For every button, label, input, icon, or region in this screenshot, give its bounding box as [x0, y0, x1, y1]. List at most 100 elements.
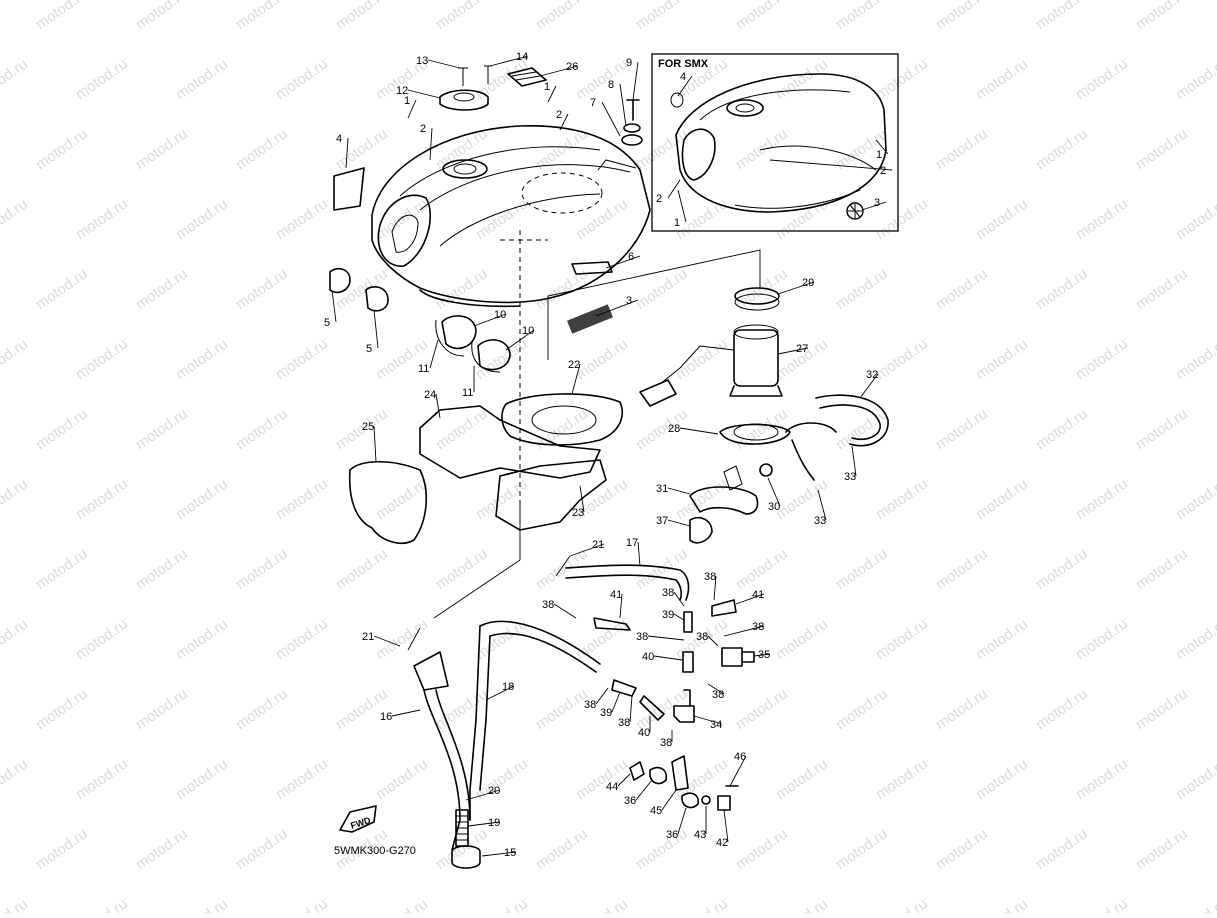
watermark-text: motod.ru [633, 825, 691, 873]
callout-label-c21a: 21 [592, 539, 604, 551]
watermark-text: motod.ru [1173, 755, 1217, 803]
callout-leader-c29 [777, 281, 815, 295]
shield-22 [501, 393, 624, 446]
callout-leader-c36b [677, 807, 687, 835]
callout-label-i3: 3 [874, 197, 880, 209]
smx-part-3-knurl [848, 204, 862, 218]
tank-filler-neck [442, 159, 488, 179]
watermark-text: motod.ru [973, 195, 1031, 243]
watermark-text: motod.ru [1073, 895, 1131, 913]
watermark-text: motod.ru [1073, 615, 1131, 663]
watermark-text: motod.ru [533, 265, 591, 313]
filter-19-ribs [456, 815, 468, 841]
watermark-text: motod.ru [0, 475, 31, 523]
watermark-text: motod.ru [873, 895, 931, 913]
callout-label-c18: 18 [502, 681, 514, 693]
callout-label-c2a: 2 [420, 123, 426, 135]
watermark-text: motod.ru [373, 475, 431, 523]
watermark-text: motod.ru [33, 0, 91, 33]
hose-16-top [413, 651, 449, 691]
callout-label-c3: 3 [626, 295, 632, 307]
callout-label-c38b: 38 [662, 587, 674, 599]
callout-leader-c42 [723, 809, 729, 843]
watermark-text: motod.ru [133, 0, 191, 33]
callout-leader-c32 [859, 373, 879, 399]
callout-leader-c1a [407, 99, 417, 119]
callout-label-c1a: 1 [404, 95, 410, 107]
watermark-text: motod.ru [1133, 0, 1191, 33]
hose-16 [423, 689, 471, 851]
callout-leader-c26 [539, 65, 579, 77]
fuel-level-arm [659, 345, 735, 385]
watermark-text: motod.ru [1133, 545, 1191, 593]
clips-11 [435, 319, 501, 373]
clip-37 [689, 516, 713, 544]
watermark-text: motod.ru [73, 475, 131, 523]
watermark-text: motod.ru [1073, 475, 1131, 523]
hose-17 [565, 564, 690, 601]
watermark-text: motod.ru [173, 755, 231, 803]
watermark-text: motod.ru [333, 545, 391, 593]
fuel-cap-12-center [453, 92, 475, 102]
hose-32 [815, 394, 889, 447]
cover-23 [495, 459, 607, 531]
callout-label-c34: 34 [710, 719, 722, 731]
tank-rear-bracket [597, 159, 637, 171]
tank-knee-recess [377, 194, 431, 267]
callout-leader-c10a [473, 313, 507, 327]
callout-label-c32: 32 [866, 369, 878, 381]
watermark-text: motod.ru [573, 335, 631, 383]
callout-label-c41b: 41 [752, 589, 764, 601]
callout-label-c13: 13 [416, 55, 428, 67]
callout-leader-c31 [667, 487, 691, 495]
watermark-text: motod.ru [573, 195, 631, 243]
callout-leader-c13 [427, 59, 461, 69]
callout-label-c11a: 11 [418, 363, 429, 375]
damper-7 [621, 134, 643, 146]
watermark-text: motod.ru [873, 755, 931, 803]
ring-nut-29 [734, 287, 780, 305]
callout-leader-c2a [429, 127, 433, 161]
leader-pump [547, 249, 761, 360]
watermark-text: motod.ru [0, 755, 31, 803]
watermark-text: motod.ru [73, 755, 131, 803]
callout-label-c38i: 38 [618, 717, 630, 729]
watermark-text: motod.ru [173, 895, 231, 913]
heat-shields [348, 393, 624, 544]
watermark-text: motod.ru [473, 195, 531, 243]
watermark-text: motod.ru [273, 195, 331, 243]
callout-label-c39b: 39 [600, 707, 612, 719]
watermark-text: motod.ru [33, 545, 91, 593]
callout-label-c19: 19 [488, 817, 500, 829]
callout-label-c15: 15 [504, 847, 516, 859]
watermark-text: motod.ru [573, 895, 631, 913]
callout-label-c38c: 38 [704, 571, 716, 583]
callout-label-c12: 12 [396, 85, 408, 97]
watermark-text: motod.ru [33, 825, 91, 873]
watermark-text: motod.ru [473, 615, 531, 663]
watermark-text: motod.ru [773, 615, 831, 663]
watermark-text: motod.ru [233, 405, 291, 453]
tank-filler-opening [453, 163, 477, 175]
callout-label-c22: 22 [568, 359, 580, 371]
hose-18-top [479, 620, 601, 673]
fwd-arrow-shape [339, 805, 377, 833]
shield-22-hole [531, 405, 597, 435]
watermark-text: motod.ru [233, 545, 291, 593]
callout-leader-c2b [559, 113, 569, 131]
callout-leader-c45 [661, 789, 677, 811]
watermark-text: motod.ru [1173, 615, 1217, 663]
callout-label-c40b: 40 [638, 727, 650, 739]
watermark-text: motod.ru [1033, 265, 1091, 313]
callout-leader-c38g [707, 683, 725, 695]
callout-label-c17: 17 [626, 537, 638, 549]
watermark-text: motod.ru [633, 405, 691, 453]
watermark-text: motod.ru [833, 265, 891, 313]
callout-leader-c39a [673, 613, 685, 621]
watermark-text: motod.ru [933, 265, 991, 313]
joint-39a [683, 611, 693, 633]
watermark-text: motod.ru [1173, 475, 1217, 523]
callout-label-c5b: 5 [366, 343, 372, 355]
callout-leader-c11a [429, 339, 439, 369]
callout-label-c41a: 41 [610, 589, 622, 601]
